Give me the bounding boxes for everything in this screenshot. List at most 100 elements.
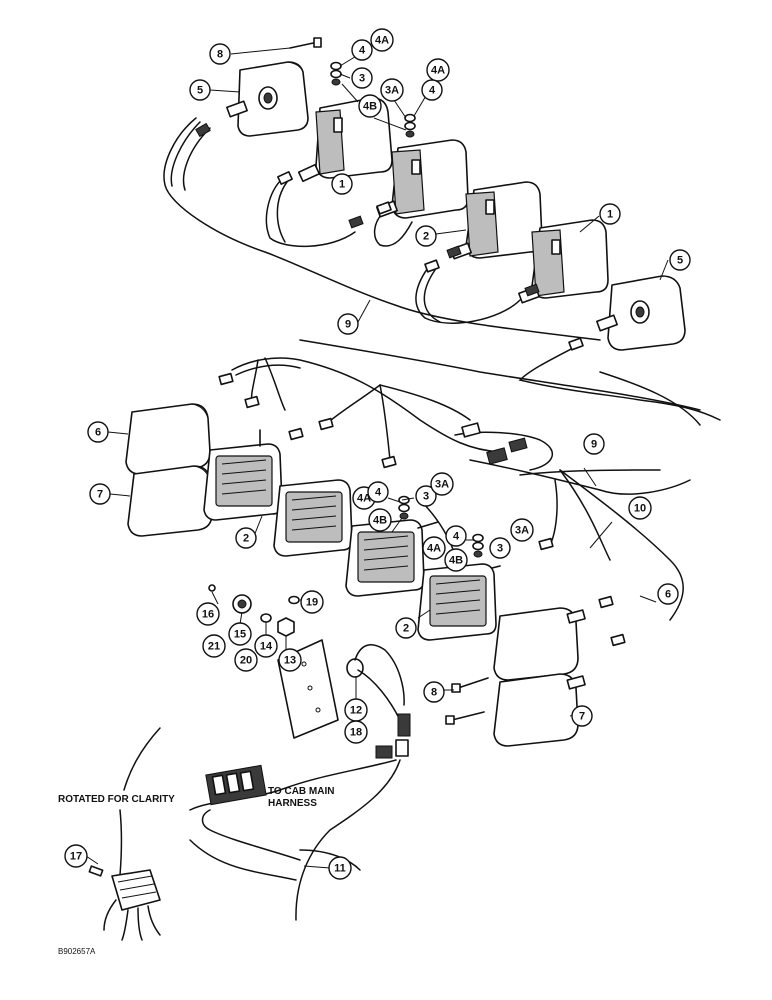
lamp-5-left — [226, 61, 309, 137]
lamp-7-right — [493, 673, 586, 747]
callout-bubble — [344, 720, 368, 744]
callout-c-4b-top: 4B — [358, 94, 382, 118]
callout-bubble — [444, 548, 468, 572]
callout-label: 17 — [70, 851, 82, 863]
callout-bubble — [196, 602, 220, 626]
callout-c-1-right: 1 — [599, 203, 621, 225]
callout-c-15: 15 — [228, 622, 252, 646]
callout-c-5-right: 5 — [669, 249, 691, 271]
callout-bubble — [599, 203, 621, 225]
callout-bubble — [430, 472, 454, 496]
callout-bubble — [300, 590, 324, 614]
callout-c-21: 21 — [202, 634, 226, 658]
callout-bubble — [583, 433, 605, 455]
callout-label: 7 — [97, 489, 103, 501]
callout-c-9-mid: 9 — [583, 433, 605, 455]
callout-label: 21 — [208, 641, 220, 653]
callout-label: 4B — [363, 101, 377, 113]
callout-c-14: 14 — [254, 634, 278, 658]
upper-connectors — [195, 122, 584, 351]
callout-c-17: 17 — [64, 844, 88, 868]
callout-c-8-top: 8 — [209, 43, 231, 65]
callout-label: 9 — [591, 439, 597, 451]
callout-label: 2 — [243, 533, 249, 545]
callout-c-3a-mid-a: 3A — [430, 472, 454, 496]
callout-label: 9 — [345, 319, 351, 331]
callout-bubble — [426, 58, 450, 82]
callout-bubble — [368, 508, 392, 532]
callout-c-3a-top: 3A — [380, 78, 404, 102]
callout-label: 3 — [359, 73, 365, 85]
callout-c-9-top: 9 — [337, 313, 359, 335]
callout-label: 18 — [350, 727, 362, 739]
callout-bubble — [445, 525, 467, 547]
lower-connectors — [218, 372, 626, 647]
callout-bubble — [89, 483, 111, 505]
callout-label: 1 — [607, 209, 613, 221]
callout-label: 13 — [284, 655, 296, 667]
callout-c-6-left: 6 — [87, 421, 109, 443]
callout-label: 4 — [429, 85, 436, 97]
callout-c-18: 18 — [344, 720, 368, 744]
work-lamp-2-c — [345, 519, 425, 597]
rotated-inset — [88, 727, 161, 941]
work-lamp-2-d — [417, 563, 497, 641]
callout-bubble — [657, 583, 679, 605]
callout-bubble — [358, 94, 382, 118]
callout-label: 3A — [435, 479, 449, 491]
callout-c-4b-mid-a: 4B — [368, 508, 392, 532]
callout-label: 3 — [423, 491, 429, 503]
callout-bubble — [370, 28, 394, 52]
cab-harness-note-line2: HARNESS — [268, 798, 317, 809]
callout-c-4-top-b: 4 — [421, 79, 443, 101]
callout-bubble — [489, 537, 511, 559]
callout-c-8-bottom: 8 — [423, 681, 445, 703]
callout-bubble — [415, 225, 437, 247]
callout-c-3-mid-a: 3 — [415, 485, 437, 507]
rotated-for-clarity-note: ROTATED FOR CLARITY — [58, 794, 175, 805]
callout-bubble — [510, 518, 534, 542]
callout-label: 8 — [431, 687, 437, 699]
hardware-stack-mid-a — [398, 495, 439, 529]
switch-assembly — [208, 584, 411, 759]
callout-c-20: 20 — [234, 648, 258, 672]
callout-c-12: 12 — [344, 698, 368, 722]
callout-label: 3A — [515, 525, 529, 537]
callout-label: 6 — [95, 427, 101, 439]
callout-bubble — [254, 634, 278, 658]
callout-c-11: 11 — [328, 856, 352, 880]
callout-label: 5 — [677, 255, 683, 267]
callout-c-4a-top-b: 4A — [426, 58, 450, 82]
callout-bubble — [421, 79, 443, 101]
callout-bubble — [234, 648, 258, 672]
lamp-1-left — [297, 97, 393, 183]
hardware-stack-top-b — [404, 113, 416, 138]
callout-c-4b-mid-b: 4B — [444, 548, 468, 572]
lamp-7-left — [127, 465, 213, 537]
callout-label: 1 — [339, 179, 345, 191]
callout-label: 5 — [197, 85, 203, 97]
callout-label: 4B — [373, 515, 387, 527]
callout-bubble — [337, 313, 359, 335]
callout-label: 2 — [403, 623, 409, 635]
callout-label: 10 — [634, 503, 646, 515]
callout-c-4a-top-a: 4A — [370, 28, 394, 52]
callout-label: 4B — [449, 555, 463, 567]
callout-bubble — [235, 527, 257, 549]
callout-c-7-right: 7 — [571, 705, 593, 727]
callout-label: 4A — [431, 65, 445, 77]
callout-c-3-mid-b: 3 — [489, 537, 511, 559]
callout-label: 11 — [334, 863, 346, 875]
callout-bubble — [422, 536, 446, 560]
work-lamp-2-a — [203, 429, 283, 521]
callout-label: 12 — [350, 705, 362, 717]
lamp-2-top — [376, 139, 469, 219]
lamp-5-right — [596, 275, 686, 351]
callout-c-4a-mid-b: 4A — [422, 536, 446, 560]
callout-label: 3A — [385, 85, 399, 97]
cab-harness-note-line1: TO CAB MAIN — [268, 786, 334, 797]
hardware-stack-mid-b — [472, 533, 501, 569]
callout-c-10: 10 — [628, 496, 652, 520]
